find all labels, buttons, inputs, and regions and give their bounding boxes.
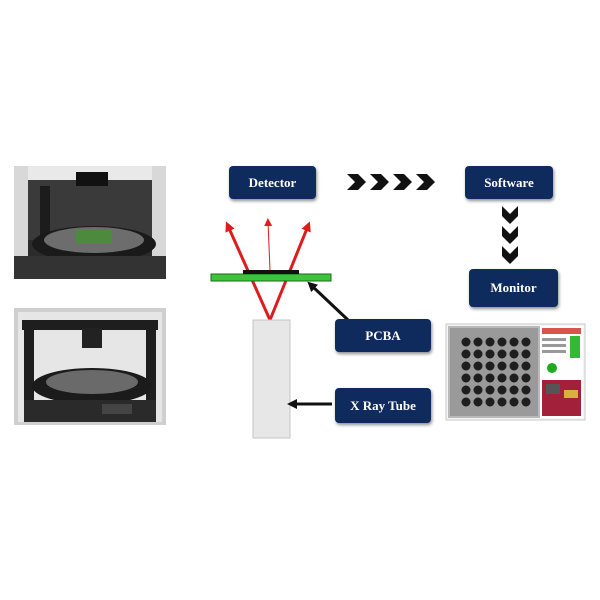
- pcba-box: PCBA: [335, 319, 431, 352]
- software-box: Software: [465, 166, 553, 199]
- monitor-box: Monitor: [469, 269, 558, 307]
- xray-tube-body: [252, 319, 291, 439]
- chevron-down-icon: [502, 206, 518, 264]
- xray-tube-box: X Ray Tube: [335, 388, 431, 423]
- chevron-right-icon: [347, 174, 435, 190]
- pcb-board: [210, 273, 332, 282]
- pcb-component: [243, 270, 299, 274]
- detector-box: Detector: [229, 166, 316, 199]
- xray-beam-center: [264, 218, 273, 271]
- pcba-pointer-arrow: [307, 281, 350, 322]
